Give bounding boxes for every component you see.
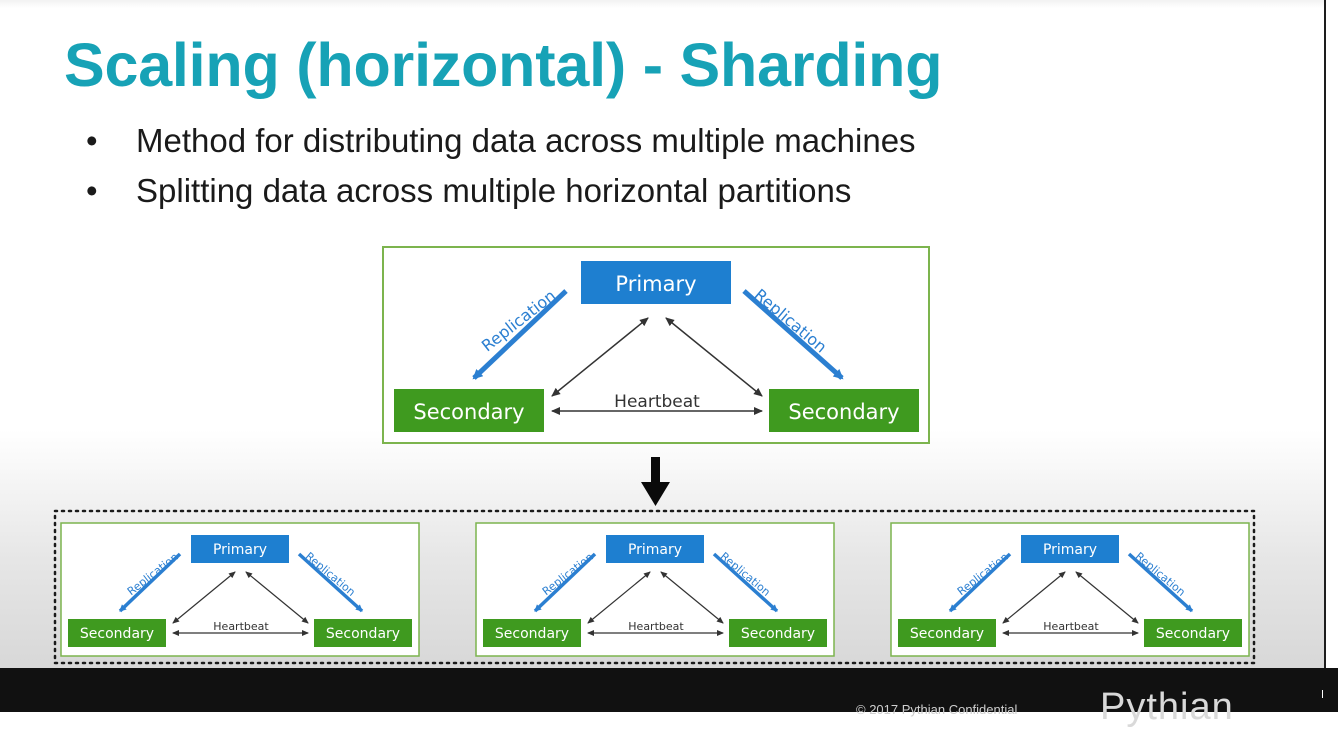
primary-label: Primary [1043,542,1097,558]
replication-arrow-right [742,289,844,380]
secondary-node-left [483,619,581,647]
primary-label: Primary [615,272,696,296]
secondary-node-right [1144,619,1242,647]
heartbeat-arrow-right [1075,571,1139,624]
slide-title: Scaling (horizontal) - Sharding [64,31,943,99]
footer-copyright: © 2017 Pythian Confidential [856,702,1018,717]
secondary-node-right [314,619,412,647]
heartbeat-arrow-left [551,317,649,397]
replication-arrow-left [533,552,597,613]
heartbeat-label: Heartbeat [614,392,700,412]
secondary-node-right [729,619,827,647]
primary-label: Primary [628,542,682,558]
secondary-label-right: Secondary [326,626,400,642]
secondary-label-left: Secondary [80,626,154,642]
heartbeat-label: Heartbeat [628,620,684,633]
replication-arrow-left [118,552,182,613]
replication-arrow-right [1127,552,1194,613]
shard-cluster-outline [53,509,1256,665]
heartbeat-arrow-right [245,571,309,624]
secondary-node-left [68,619,166,647]
heartbeat-arrow-right [660,571,724,624]
heartbeat-arrow-left [172,571,236,624]
replication-arrow-right [712,552,779,613]
bullet-dot-icon: • [86,172,98,209]
bullet-text: Method for distributing data across mult… [136,122,916,159]
top-strip [0,0,1338,8]
replication-arrow-left [948,552,1012,613]
bullet-dot-icon: • [86,122,98,159]
primary-node [581,261,731,304]
secondary-label-left: Secondary [495,626,569,642]
heartbeat-arrow-right [665,317,763,397]
secondary-node-left [394,389,544,432]
secondary-node-right [769,389,919,432]
bullet-text: Splitting data across multiple horizonta… [136,172,852,209]
replica-set-main: Primary Secondary Secondary Replication … [382,246,930,444]
shard-3: Primary Secondary Secondary Replication … [890,522,1250,657]
pythian-logo: Pythian [1100,686,1234,728]
heartbeat-label: Heartbeat [213,620,269,633]
secondary-label-left: Secondary [413,400,524,424]
primary-label: Primary [213,542,267,558]
primary-node [606,535,704,563]
secondary-label-right: Secondary [741,626,815,642]
secondary-label-left: Secondary [910,626,984,642]
replication-arrow-right [297,552,364,613]
sharding-diagram: Primary Secondary Secondary Replication … [53,246,1256,665]
footer-bar: © 2017 Pythian Confidential Pythian [0,668,1338,728]
secondary-label-right: Secondary [788,400,899,424]
shard-1: Primary Secondary Secondary Replication … [60,522,420,657]
shard-2: Primary Secondary Secondary Replication … [475,522,835,657]
heartbeat-arrow-left [1002,571,1066,624]
primary-node [1021,535,1119,563]
cursor-mark [1322,690,1323,698]
window-edge [1324,0,1338,670]
heartbeat-arrow-left [587,571,651,624]
heartbeat-label: Heartbeat [1043,620,1099,633]
primary-node [191,535,289,563]
secondary-label-right: Secondary [1156,626,1230,642]
down-arrow-icon [641,457,670,506]
replication-arrow-left [472,289,568,380]
secondary-node-left [898,619,996,647]
